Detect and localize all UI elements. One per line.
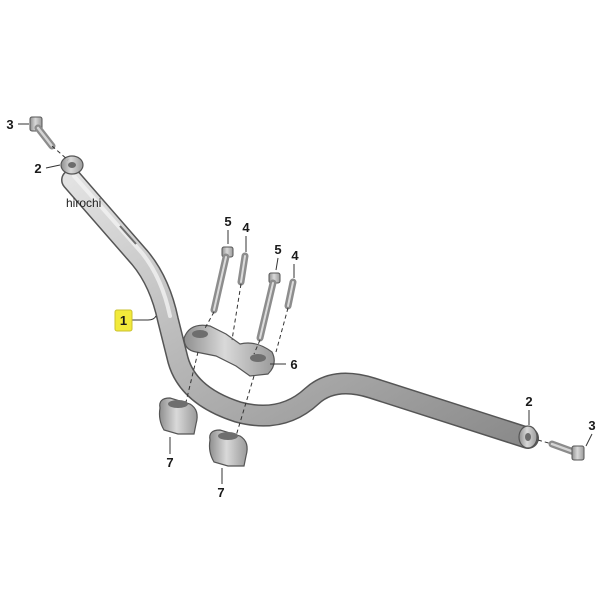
handlebar-body [62,170,538,448]
handlebar-grip-mark [119,225,137,245]
callout-3-right: 3 [588,418,595,433]
sleeve-b [284,278,297,310]
callout-7-right: 7 [217,485,224,500]
callout-2-left: 2 [34,161,41,176]
washer-right [518,425,538,449]
bolt-right [548,440,585,461]
axis-left [51,145,69,161]
callout-4-b: 4 [291,248,299,263]
leader-lines [18,123,593,484]
callout-7-left: 7 [166,455,173,470]
screw-b [256,272,281,342]
callout-5-a: 5 [224,214,231,229]
handlebar-shine [72,174,172,318]
callout-4-a: 4 [242,220,250,235]
sleeve-a [237,252,249,286]
callout-5-b: 5 [274,242,281,257]
watermark-text: hirochi [66,196,101,210]
callout-1-highlight [114,309,133,332]
callout-1: 1 [120,313,127,328]
riser-right [208,429,248,467]
washer-left [60,155,84,175]
screw-a [210,246,234,314]
bolt-left [29,116,56,150]
callout-3-left: 3 [6,117,13,132]
clamp [183,324,275,377]
handlebar [61,169,539,449]
axis-right [537,439,553,445]
riser-left [158,397,198,435]
assembly-lines [185,283,289,437]
callout-6: 6 [290,357,297,372]
callout-2-right: 2 [525,394,532,409]
